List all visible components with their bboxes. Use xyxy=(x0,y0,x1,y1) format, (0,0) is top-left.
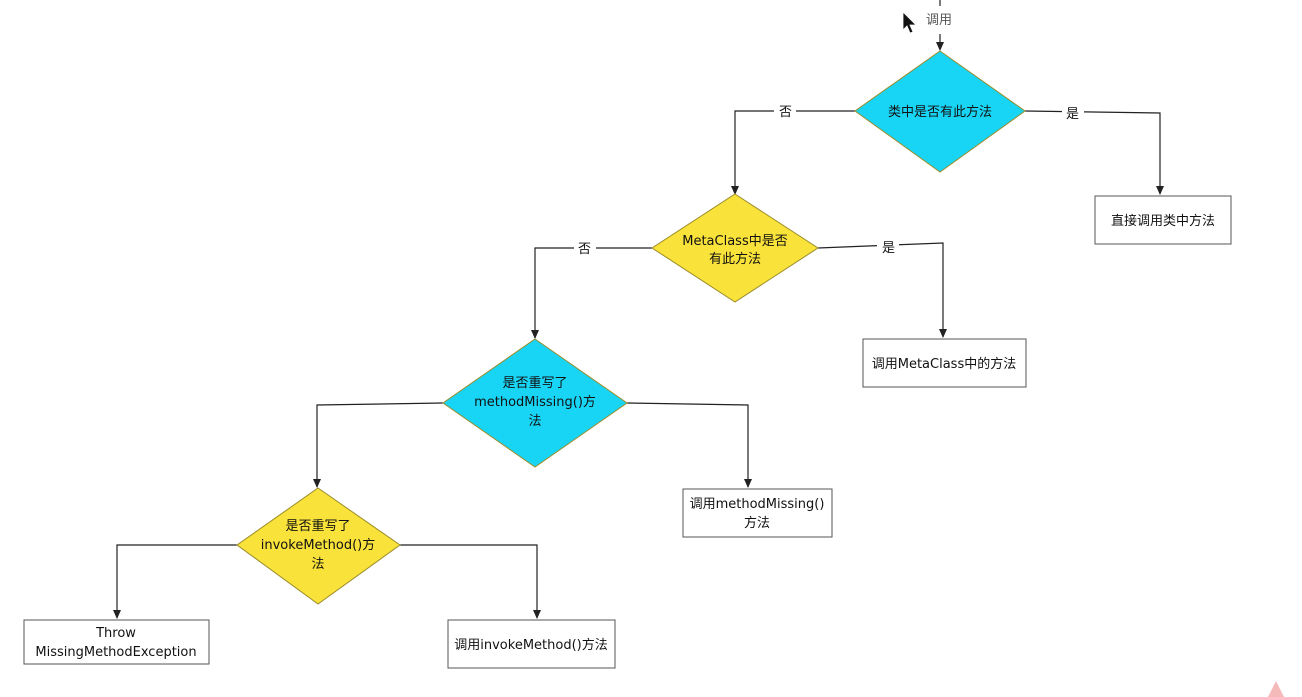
action-node-4: Throw MissingMethodException xyxy=(23,619,210,665)
decision-3-line3: 法 xyxy=(528,414,541,429)
action-node-5: 调用invokeMethod()方法 xyxy=(447,619,616,669)
edge-d3-yes xyxy=(626,402,752,488)
action-box-4 xyxy=(23,619,210,665)
action-2-line1: 调用MetaClass中的方法 xyxy=(872,356,1016,372)
decision-node-2: MetaClass中是否 有此方法 xyxy=(651,193,819,303)
corner-logo-icon xyxy=(1268,681,1284,697)
edge-d3-no xyxy=(313,402,444,488)
decision-2-line2: 有此方法 xyxy=(709,251,761,267)
decision-diamond-2 xyxy=(651,193,819,303)
decision-3-line1: 是否重写了 xyxy=(502,375,567,391)
decision-4-line1: 是否重写了 xyxy=(285,518,350,534)
entry-node: 调用 xyxy=(926,0,952,51)
entry-label: 调用 xyxy=(926,13,952,28)
action-box-1 xyxy=(1094,195,1232,245)
edge-d1-no xyxy=(731,110,855,195)
action-node-1: 直接调用类中方法 xyxy=(1094,195,1232,245)
edge-d4-no xyxy=(113,544,237,619)
edge-d1-yes xyxy=(1024,110,1164,195)
decision-4-line3: 法 xyxy=(311,557,324,572)
decision-diamond-3 xyxy=(442,338,628,468)
edge-label-d2-no: 否 xyxy=(578,242,591,257)
decision-diamond-4 xyxy=(236,487,401,605)
decision-1-line1: 类中是否有此方法 xyxy=(888,104,992,120)
decision-3-line2: methodMissing()方 xyxy=(474,394,596,410)
action-5-line1: 调用invokeMethod()方法 xyxy=(454,637,607,653)
edge-labels: 否 是 否 是 xyxy=(574,102,1084,257)
edge-d2-yes xyxy=(817,242,947,338)
action-box-2 xyxy=(862,338,1027,388)
edge-label-d1-yes: 是 xyxy=(1066,107,1079,122)
action-1-line1: 直接调用类中方法 xyxy=(1111,213,1215,229)
decision-diamond-1 xyxy=(854,50,1026,173)
action-4-line1: Throw xyxy=(95,626,136,641)
mouse-cursor-icon xyxy=(902,11,917,34)
action-4-line2: MissingMethodException xyxy=(35,645,196,660)
edge-label-d2-yes: 是 xyxy=(882,241,895,256)
edge-d2-no xyxy=(531,247,652,339)
action-3-line2: 方法 xyxy=(744,515,770,531)
edge-d4-yes xyxy=(400,544,541,619)
decision-node-3: 是否重写了 methodMissing()方 法 xyxy=(442,338,628,468)
decision-4-line2: invokeMethod()方 xyxy=(261,537,375,553)
action-box-5 xyxy=(447,619,616,669)
action-3-line1: 调用methodMissing() xyxy=(690,497,825,512)
action-box-3 xyxy=(682,488,833,538)
action-node-2: 调用MetaClass中的方法 xyxy=(862,338,1027,388)
action-node-3: 调用methodMissing() 方法 xyxy=(682,488,833,538)
decision-2-line1: MetaClass中是否 xyxy=(682,234,787,249)
decision-node-1: 类中是否有此方法 xyxy=(854,50,1026,173)
edge-label-d1-no: 否 xyxy=(779,105,792,120)
decision-node-4: 是否重写了 invokeMethod()方 法 xyxy=(236,487,401,605)
